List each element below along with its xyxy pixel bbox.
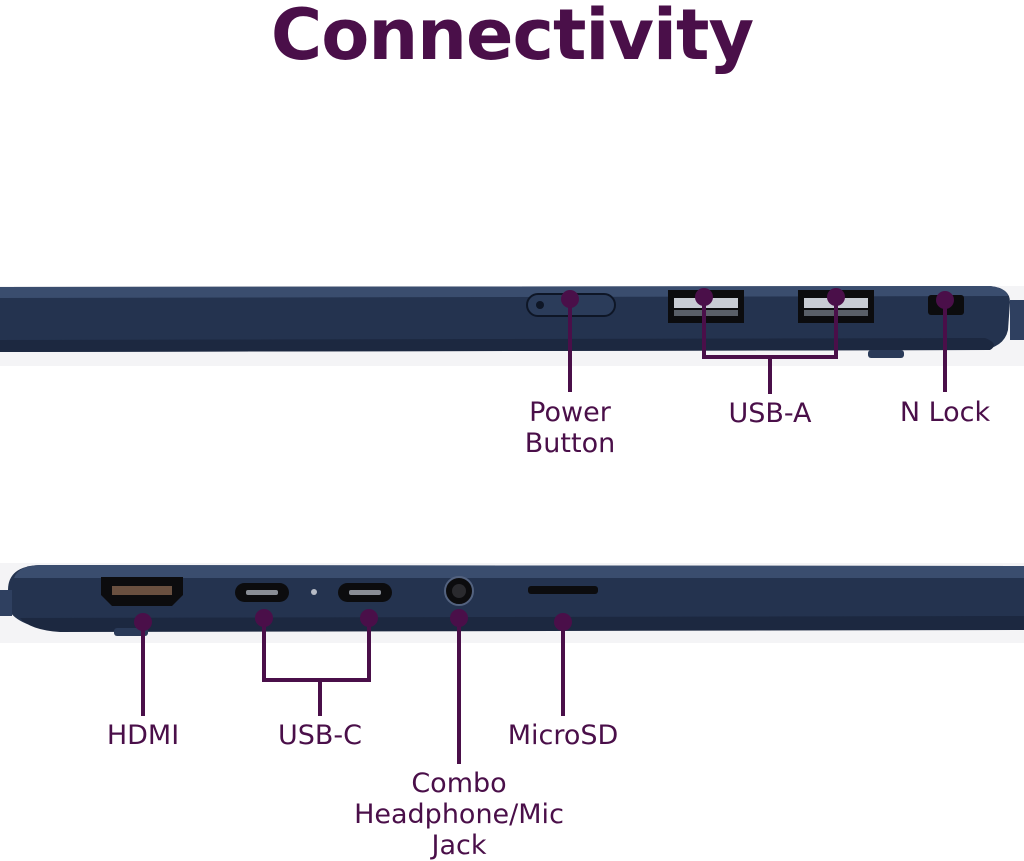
n-lock-label: N Lock: [899, 397, 991, 428]
laptop-left-side: [0, 563, 1024, 764]
audio-jack-label: Combo Headphone/Mic Jack: [354, 768, 564, 861]
hdmi-label: HDMI: [106, 720, 180, 751]
microsd-slot: [528, 586, 598, 594]
usb-a-label: USB-A: [728, 398, 812, 429]
laptop-right-side: [0, 286, 1024, 394]
power-button-label: Power Button: [524, 397, 616, 459]
usb-c-label: USB-C: [277, 720, 363, 751]
microsd-label: MicroSD: [507, 720, 619, 751]
page-title: Connectivity: [270, 0, 754, 76]
